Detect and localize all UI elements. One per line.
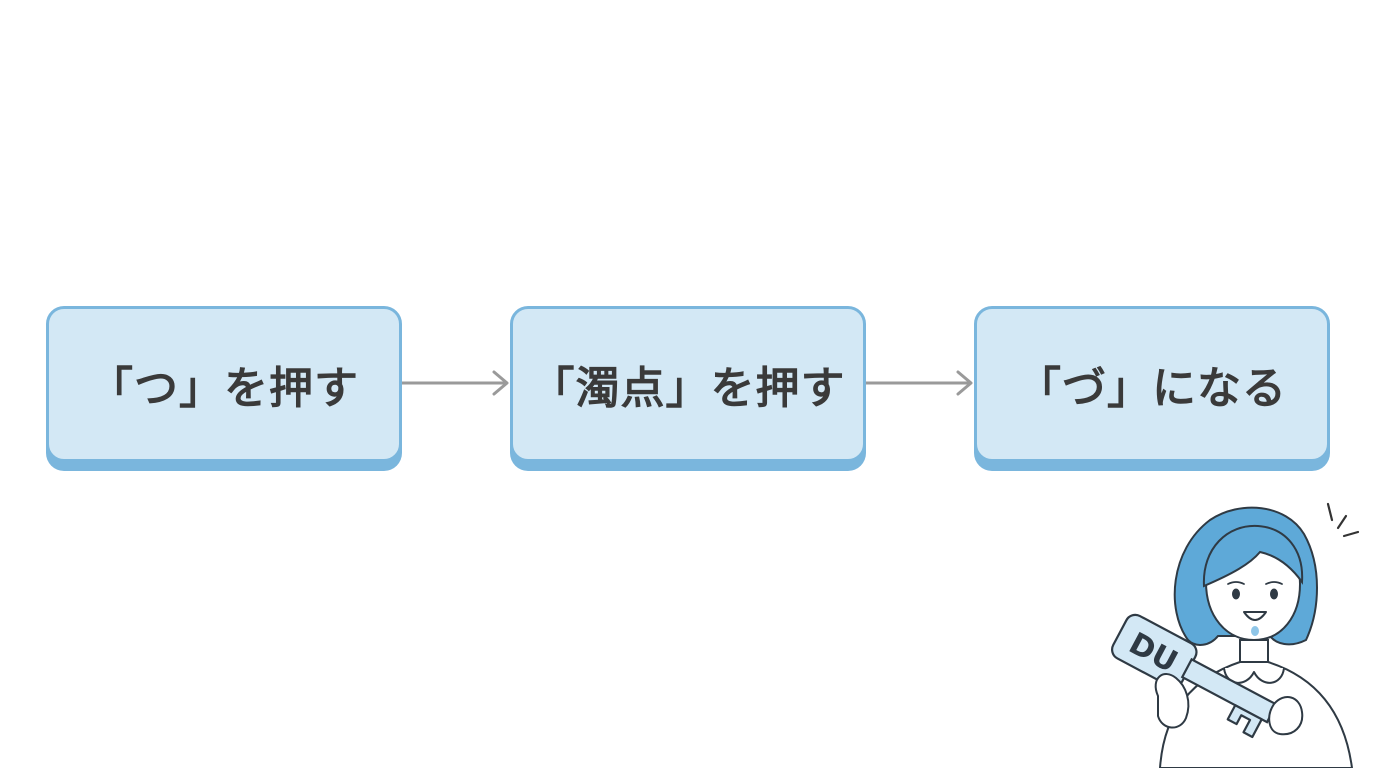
step-label: 「濁点」を押す <box>530 363 846 414</box>
hair-bangs <box>1202 524 1304 588</box>
step-label: 「つ」を押す <box>89 363 359 414</box>
right-arrow-icon <box>866 370 973 396</box>
right-hand <box>1268 696 1304 736</box>
right-arrow-icon <box>402 370 509 396</box>
step-label: 「づ」になる <box>1017 363 1287 414</box>
surprise-lines-icon <box>1326 502 1360 538</box>
step-box-becomes-du: 「づ」になる <box>974 306 1330 462</box>
key-icon: DU <box>1111 613 1278 739</box>
woman-holding-key-illustration: DU <box>1111 502 1360 768</box>
step-box-press-tsu: 「つ」を押す <box>46 306 402 462</box>
left-hand <box>1154 673 1190 729</box>
step-box-press-dakuten: 「濁点」を押す <box>510 306 866 462</box>
